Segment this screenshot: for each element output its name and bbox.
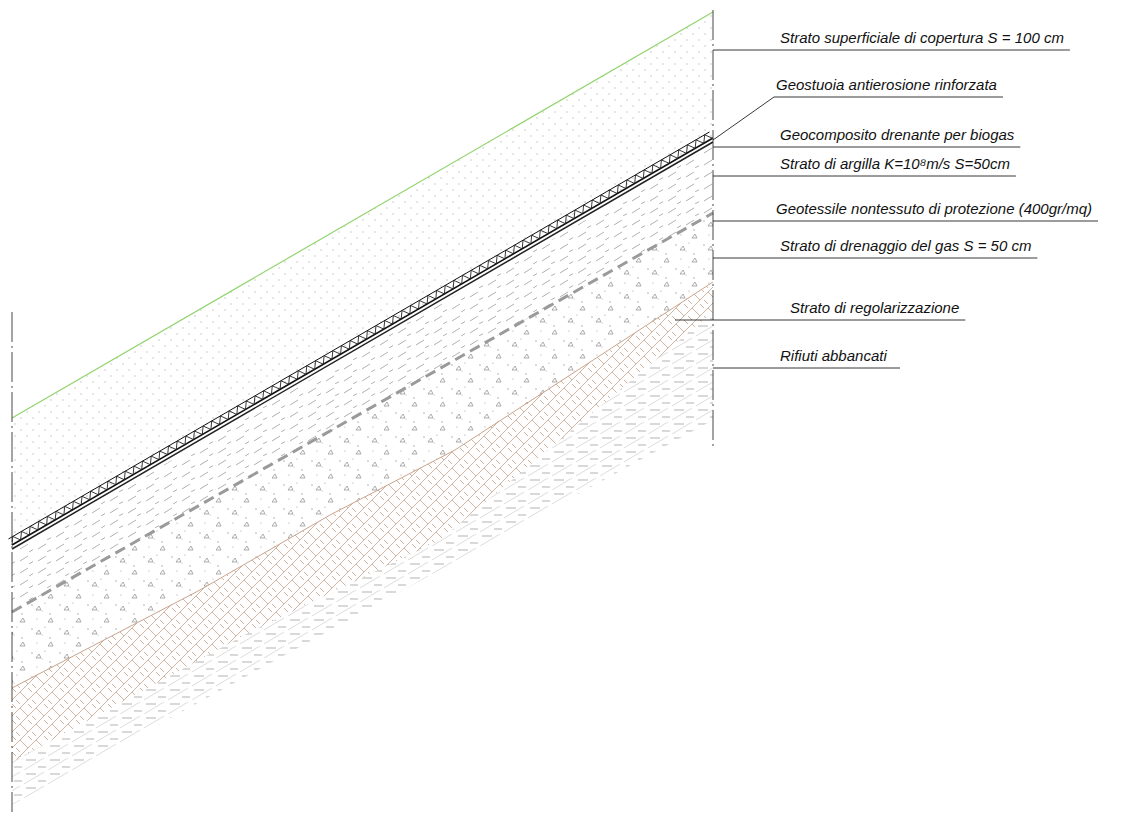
ground-line (12, 12, 713, 418)
leader-line (713, 176, 1016, 177)
layer-label: Geostuoia antierosione rinforzata (776, 76, 997, 94)
regularization-top (12, 282, 713, 688)
geomat-zigzag (12, 135, 713, 545)
geomat-band (8, 132, 713, 545)
leader-line (713, 368, 900, 369)
waste-mass (12, 312, 713, 805)
regularization-layer (12, 282, 713, 762)
layer-label: Strato di regolarizzazione (790, 299, 959, 317)
section-axis (12, 312, 13, 812)
geocomposite-line (12, 142, 713, 549)
layer-label: Strato superficiale di copertura S = 100… (780, 29, 1064, 47)
layer-label: Rifiuti abbancati (780, 347, 887, 365)
geotextile-line (12, 213, 713, 612)
leader-line (713, 97, 774, 140)
leader-line (675, 320, 965, 321)
leader-line (713, 258, 1037, 259)
section-axis (713, 10, 714, 450)
layer-label: Strato di drenaggio del gas S = 50 cm (780, 237, 1031, 255)
leader-line (713, 147, 1020, 148)
geomat-edge (12, 138, 713, 545)
leader-line (713, 50, 1070, 51)
leader-line (774, 97, 1003, 98)
leader-line (713, 221, 1098, 222)
layer-label: Strato di argilla K=10⁸m/s S=50cm (780, 155, 1010, 173)
layer-label: Geocomposito drenante per biogas (780, 126, 1014, 144)
layer-label: Geotessile nontessuto di protezione (400… (776, 200, 1092, 218)
